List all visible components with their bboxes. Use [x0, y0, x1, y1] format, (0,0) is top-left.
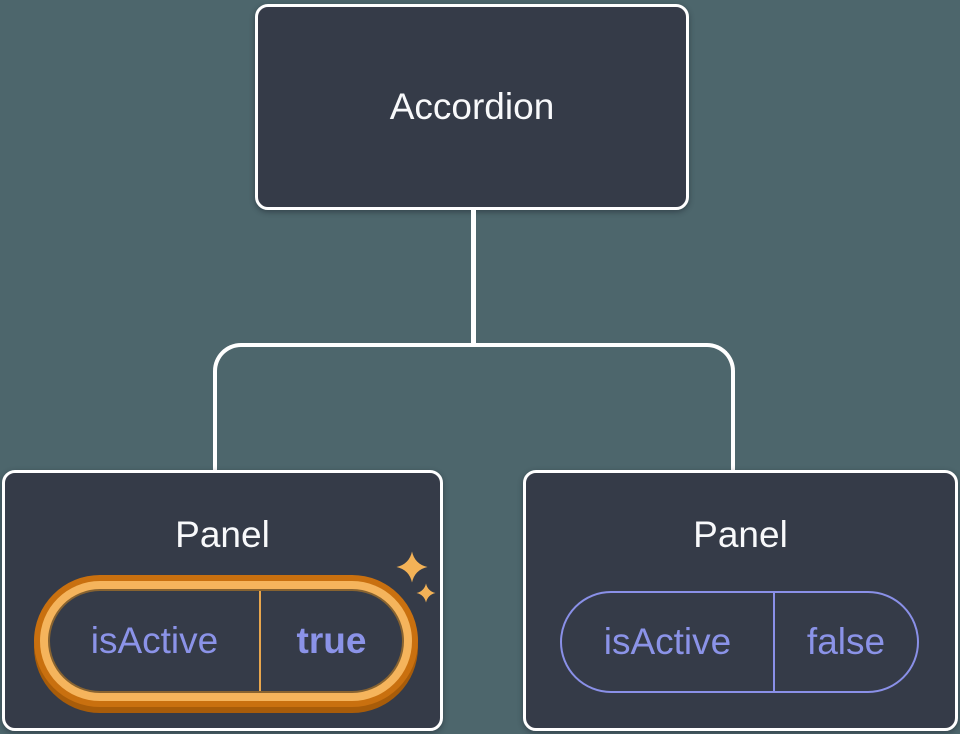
- state-key-label: isActive: [603, 621, 732, 662]
- state-value-label: true: [296, 620, 367, 661]
- accordion-node: Accordion: [255, 4, 689, 210]
- accordion-node-label: Accordion: [389, 86, 555, 127]
- sparkles-icon: [396, 551, 436, 603]
- pill-divider: [259, 591, 261, 691]
- state-value-label: false: [806, 621, 886, 662]
- panel-node-label: Panel: [175, 514, 270, 555]
- state-pill-active: isActive true: [50, 591, 402, 691]
- state-pill-inactive: isActive false: [560, 591, 919, 693]
- pill-divider: [773, 593, 775, 691]
- panel-node-inactive: Panel isActive false: [523, 470, 958, 731]
- panel-node-label: Panel: [693, 514, 788, 555]
- connector-stem: [471, 207, 476, 347]
- state-key-label: isActive: [90, 620, 219, 661]
- panel-node-active: Panel isActive true: [2, 470, 443, 731]
- connector-branch: [213, 343, 735, 473]
